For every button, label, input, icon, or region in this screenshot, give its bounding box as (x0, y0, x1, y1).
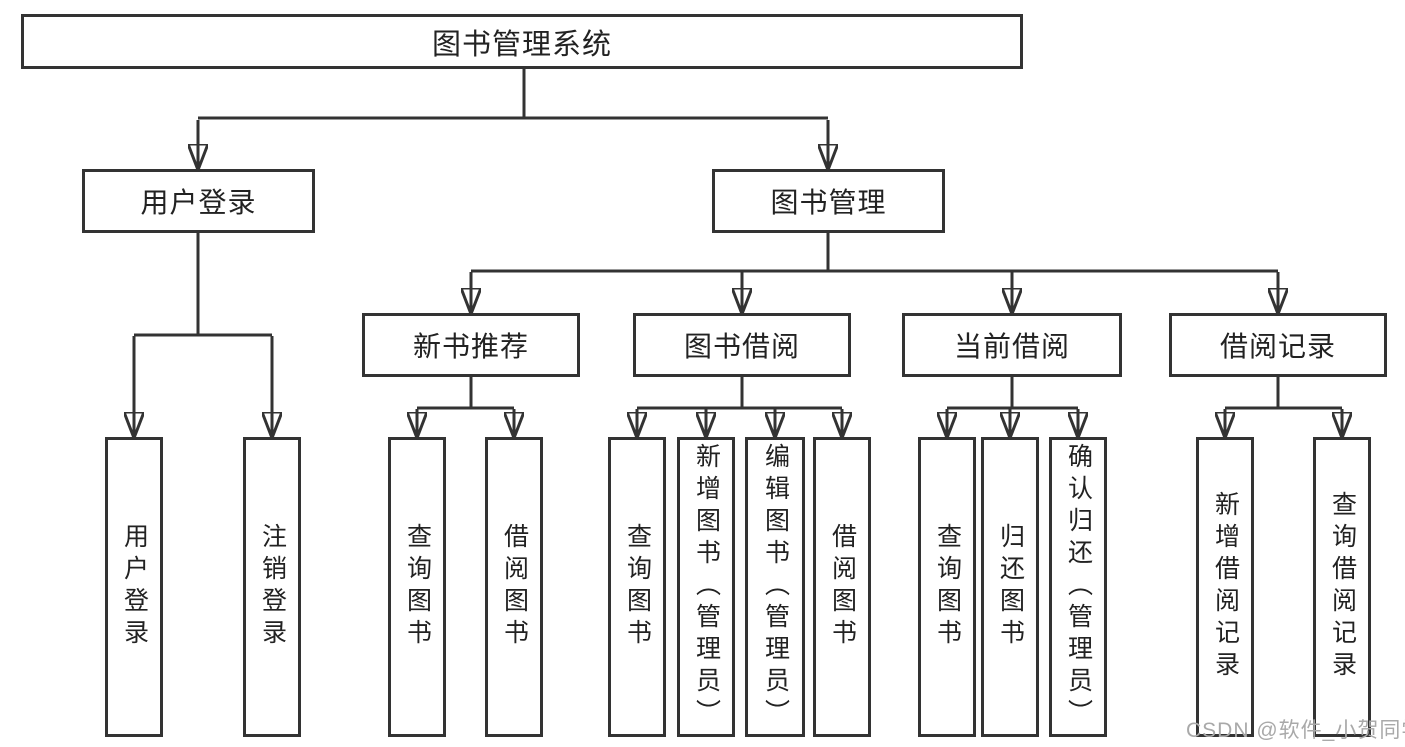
node-book-management: 图书管理 (712, 169, 945, 233)
node-new-book-recommend: 新书推荐 (362, 313, 580, 377)
leaf-query-books-current: 查询图书 (918, 437, 976, 737)
node-user-login: 用户登录 (82, 169, 315, 233)
leaf-borrow-books-recommend: 借阅图书 (485, 437, 543, 737)
leaf-query-books-borrow: 查询图书 (608, 437, 666, 737)
leaf-add-book-admin: 新增图书（管理员） (677, 437, 735, 737)
node-label: 借阅记录 (1219, 331, 1336, 362)
node-label: 查询图书 (403, 523, 432, 651)
node-borrow-records: 借阅记录 (1169, 313, 1387, 377)
node-label: 归还图书 (996, 523, 1025, 651)
node-label: 图书管理系统 (431, 28, 612, 61)
node-current-borrow: 当前借阅 (902, 313, 1122, 377)
node-label: 借阅图书 (500, 523, 529, 651)
leaf-query-books-recommend: 查询图书 (388, 437, 446, 737)
node-label: 新增借阅记录 (1211, 491, 1240, 683)
node-label: 图书借阅 (683, 331, 800, 362)
leaf-user-login: 用户登录 (105, 437, 163, 737)
node-label: 借阅图书 (828, 523, 857, 651)
leaf-query-borrow-record: 查询借阅记录 (1313, 437, 1371, 737)
node-label: 编辑图书（管理员） (761, 443, 790, 731)
node-book-borrow: 图书借阅 (633, 313, 851, 377)
node-label: 用户登录 (120, 523, 149, 651)
node-label: 新书推荐 (412, 331, 529, 362)
leaf-confirm-return-admin: 确认归还（管理员） (1049, 437, 1107, 737)
node-label: 查询图书 (933, 523, 962, 651)
leaf-borrow-books: 借阅图书 (813, 437, 871, 737)
node-label: 查询图书 (623, 523, 652, 651)
node-label: 图书管理 (770, 187, 887, 218)
node-label: 用户登录 (140, 187, 257, 218)
connector-rails (134, 69, 1342, 410)
node-label: 新增图书（管理员） (692, 443, 721, 731)
node-label: 当前借阅 (953, 331, 1070, 362)
leaf-add-borrow-record: 新增借阅记录 (1196, 437, 1254, 737)
leaf-return-book: 归还图书 (981, 437, 1039, 737)
node-label: 查询借阅记录 (1328, 491, 1357, 683)
node-label: 确认归还（管理员） (1064, 443, 1093, 731)
node-library-management-system: 图书管理系统 (21, 14, 1023, 69)
node-label: 注销登录 (258, 523, 287, 651)
watermark: CSDN @软件_小贺同学 (1186, 719, 1405, 742)
leaf-logout: 注销登录 (243, 437, 301, 737)
leaf-edit-book-admin: 编辑图书（管理员） (745, 437, 805, 737)
